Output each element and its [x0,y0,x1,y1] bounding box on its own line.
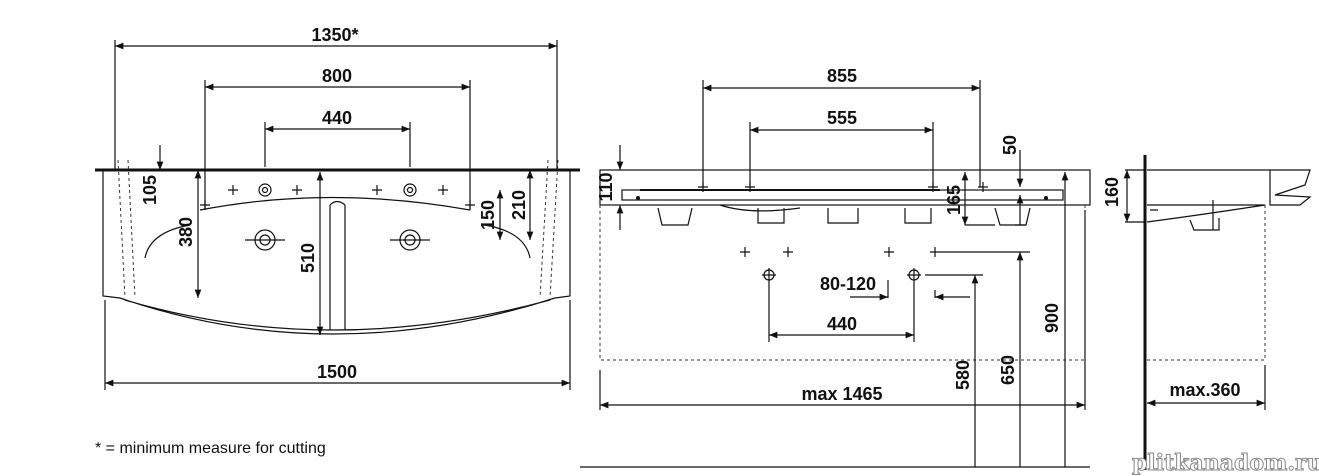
dim-1500: 1500 [317,362,357,382]
dim-150: 150 [478,200,498,230]
dim-165: 165 [944,185,964,215]
dim-855: 855 [827,66,857,86]
dim-160: 160 [1102,177,1122,207]
front-view: 1350* 800 440 1500 105 380 510 150 210 [95,25,580,390]
dim-105: 105 [140,175,160,205]
side-view: 160 max.360 [1102,155,1312,470]
dim-110: 110 [596,172,616,201]
tap-holes [200,183,475,251]
footnote: * = minimum measure for cutting [95,440,326,457]
dim-380: 380 [176,217,196,247]
dim-800: 800 [322,66,352,86]
dim-440-front: 440 [322,108,352,128]
dim-80-120: 80-120 [820,274,876,294]
dim-1350: 1350* [311,25,358,45]
dim-210: 210 [509,190,529,220]
dim-440-top: 440 [827,314,857,334]
dim-900: 900 [1042,303,1062,333]
dim-510: 510 [298,243,318,273]
top-view: 855 555 80-120 440 max 1465 110 50 165 5… [580,66,1091,468]
dim-580: 580 [953,360,973,390]
dim-650: 650 [998,355,1018,385]
dim-555: 555 [827,108,857,128]
dim-max-1465: max 1465 [801,384,882,404]
dim-50: 50 [1000,135,1020,155]
dim-max-360: max.360 [1169,380,1240,400]
watermark: plitkanadom.ru [1132,450,1319,476]
